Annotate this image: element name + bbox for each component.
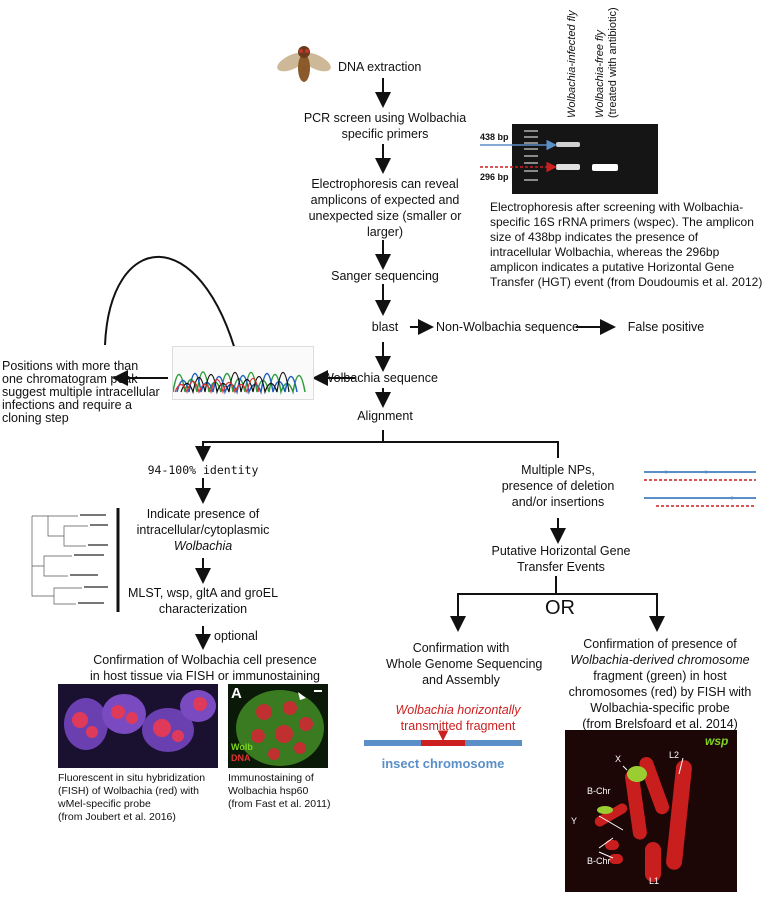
chromatogram-image [172,346,314,400]
gel-caption-line1: Electrophoresis after screening with Wol… [490,200,744,214]
gel-lane2-label-b: (treated with antibiotic) [607,7,619,118]
step-electro-line1: Electrophoresis can reveal [311,177,459,191]
phylogenetic-tree-image [28,506,114,610]
frag-line4: chromosomes (red) by FISH with [568,685,752,699]
x-chr-label: X [615,754,622,764]
l1-label: L1 [649,876,660,886]
step-dna-extraction: DNA extraction [338,60,422,74]
band-438-label: 438 bp [480,132,509,142]
positions-note-line5: cloning step [2,411,69,425]
hgt-line2: Transfer Events [517,560,605,574]
frag-line5: Wolbachia-specific probe [590,701,730,715]
wsp-label: wsp [705,734,729,748]
indicate-line2: intracellular/cytoplasmic [136,523,270,537]
positions-note-line1: Positions with more than [2,359,139,373]
confirm-line1: Confirmation of Wolbachia cell presence [93,653,317,667]
positions-note-line4: infections and require a [2,398,132,412]
gel-image [512,124,658,194]
frag-line3: fragment (green) in host [593,669,727,683]
frag-line1: Confirmation of presence of [583,637,737,651]
band-296-label: 296 bp [480,172,509,182]
insert-label-line2: transmitted fragment [400,719,516,733]
fish-caption-line1: Fluorescent in situ hybridization [58,772,206,784]
immuno-caption-line1: Immunostaining of [228,772,314,784]
or-label: OR [545,597,575,619]
hgt-line1: Putative Horizontal Gene [491,544,631,558]
bchr-label-top: B-Chr [587,786,611,796]
step-electro-line4: larger) [366,225,404,239]
indicate-line3: Wolbachia [173,539,233,553]
gel-caption-line6: Transfer (HGT) event (from Doudoumis et … [490,275,763,289]
insert-label-line1: Wolbachia horizontally [395,703,521,717]
optional-label: optional [214,629,258,643]
fish-caption-line2: (FISH) of Wolbachia (red) with [58,785,200,797]
positions-note-line3: suggest multiple intracellular [2,385,160,399]
immuno-caption-line2: Wolbachia hsp60 [228,785,309,797]
chromosome-fish-image: wsp X L2 B-Chr Y B-Chr L1 [565,730,737,892]
fish-caption-line3: wMel-specific probe [58,798,151,810]
insect-chromosome-label: insect chromosome [381,756,505,771]
immuno-wolb-label: Wolb [231,742,253,752]
fish-wolbachia-image [58,684,218,768]
mlst-line2: characterization [158,602,248,616]
fish-caption-line4: (from Joubert et al. 2016) [58,811,176,823]
step-pcr-line1: PCR screen using Wolbachia [303,111,467,125]
step-electro-line2: amplicons of expected and [310,193,460,207]
gel-caption-line3: size of 438bp indicates the presence of [490,230,699,244]
gel-caption-line4: intracellular Wolbachia, whereas the 296… [490,245,720,259]
step-non-wolbachia: Non-Wolbachia sequence [436,320,579,334]
alignment-schematic-image [636,464,762,516]
immuno-dna-label: DNA [231,753,251,763]
wgs-line2: Whole Genome Sequencing [386,657,543,671]
multi-np-line2: presence of deletion [501,479,615,493]
gel-caption-line5: amplicon indicates a putative Horizontal… [490,260,735,274]
positions-note-line2: one chromatogram peak [2,372,138,386]
frag-line2: Wolbachia-derived chromosome [570,653,750,667]
wgs-line1: Confirmation with [412,641,510,655]
step-wolbachia-sequence: Wolbachia sequence [322,371,438,385]
step-pcr-line2: specific primers [341,127,429,141]
mlst-line1: MLST, wsp, gltA and groEL [127,586,279,600]
immuno-caption-line3: (from Fast et al. 2011) [228,798,331,810]
confirm-line2: in host tissue via FISH or immunostainin… [90,669,320,683]
identity-label: 94-100% identity [147,463,259,477]
step-alignment: Alignment [357,409,413,423]
immuno-panel-label: A [231,685,242,702]
step-electro-line3: unexpected size (smaller or [308,209,462,223]
step-sanger: Sanger sequencing [331,269,439,283]
fly-icon [276,40,332,88]
wgs-line3: and Assembly [422,673,500,687]
step-false-positive: False positive [627,320,705,334]
y-chr-label: Y [571,816,578,826]
immunostaining-image: A Wolb DNA [228,684,328,768]
gel-caption-line2: specific 16S rRNA primers (wspec). The a… [490,215,754,229]
indicate-line1: Indicate presence of [146,507,260,521]
frag-line6: (from Brelsfoard et al. 2014) [582,717,738,731]
multi-np-line3: and/or insertions [511,495,605,509]
gel-lane1-label: Wolbachia-infected fly [566,10,578,118]
step-blast: blast [371,320,399,334]
multi-np-line1: Multiple NPs, [521,463,595,477]
bchr-label-bottom: B-Chr [587,856,611,866]
l2-label: L2 [669,750,680,760]
